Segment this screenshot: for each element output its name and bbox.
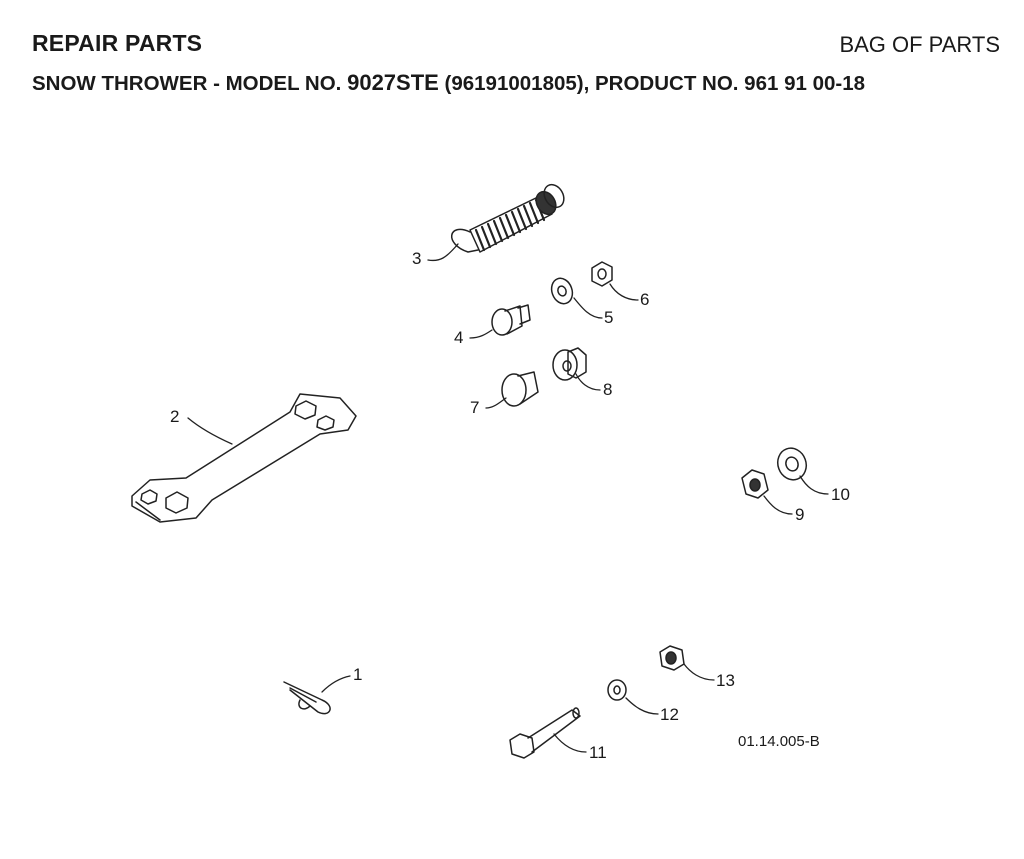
model-number: 9027STE xyxy=(347,70,439,95)
callout-10: 10 xyxy=(831,485,850,504)
part-hairpin-clip xyxy=(283,681,331,715)
part-washer-12 xyxy=(607,679,627,701)
page-title: REPAIR PARTS xyxy=(32,30,203,56)
product-number: (96191001805), PRODUCT NO. 961 91 00-18 xyxy=(444,72,866,95)
page-header: REPAIR PARTS BAG OF PARTS SNOW THROWER -… xyxy=(32,30,1000,95)
header-row: REPAIR PARTS BAG OF PARTS xyxy=(32,30,1000,62)
callout-12: 12 xyxy=(660,705,679,724)
callout-11: 11 xyxy=(589,743,607,762)
part-flange-nut-8 xyxy=(552,347,587,381)
callout-7: 7 xyxy=(470,398,479,417)
callout-2: 2 xyxy=(170,407,179,426)
part-wrench-plate xyxy=(131,393,357,523)
callout-1: 1 xyxy=(353,665,362,684)
part-spring xyxy=(450,183,565,253)
drawing-code: 01.14.005-B xyxy=(738,733,820,750)
part-hex-nut-6 xyxy=(591,261,613,287)
callout-4: 4 xyxy=(454,328,463,347)
model-prefix: SNOW THROWER - MODEL NO. xyxy=(32,72,342,95)
part-hex-nut-9 xyxy=(741,469,769,499)
part-washer-5 xyxy=(550,277,574,305)
callout-13: 13 xyxy=(716,671,735,690)
callout-6: 6 xyxy=(640,290,649,309)
part-hex-bolt xyxy=(509,707,581,759)
callout-9: 9 xyxy=(795,505,804,524)
part-washer-10 xyxy=(777,447,807,481)
callout-8: 8 xyxy=(603,380,612,399)
section-title: BAG OF PARTS xyxy=(839,32,1000,57)
callout-3: 3 xyxy=(412,249,421,268)
part-carriage-bolt xyxy=(501,371,539,407)
model-line: SNOW THROWER - MODEL NO. 9027STE (961910… xyxy=(32,70,865,96)
part-clevis-pin xyxy=(491,304,531,336)
part-lock-nut-13 xyxy=(659,645,685,671)
callout-labels: 3 4 5 6 7 8 2 9 10 1 11 12 13 01.14.005-… xyxy=(170,249,850,762)
leader-lines xyxy=(187,243,829,753)
callout-5: 5 xyxy=(604,308,613,327)
